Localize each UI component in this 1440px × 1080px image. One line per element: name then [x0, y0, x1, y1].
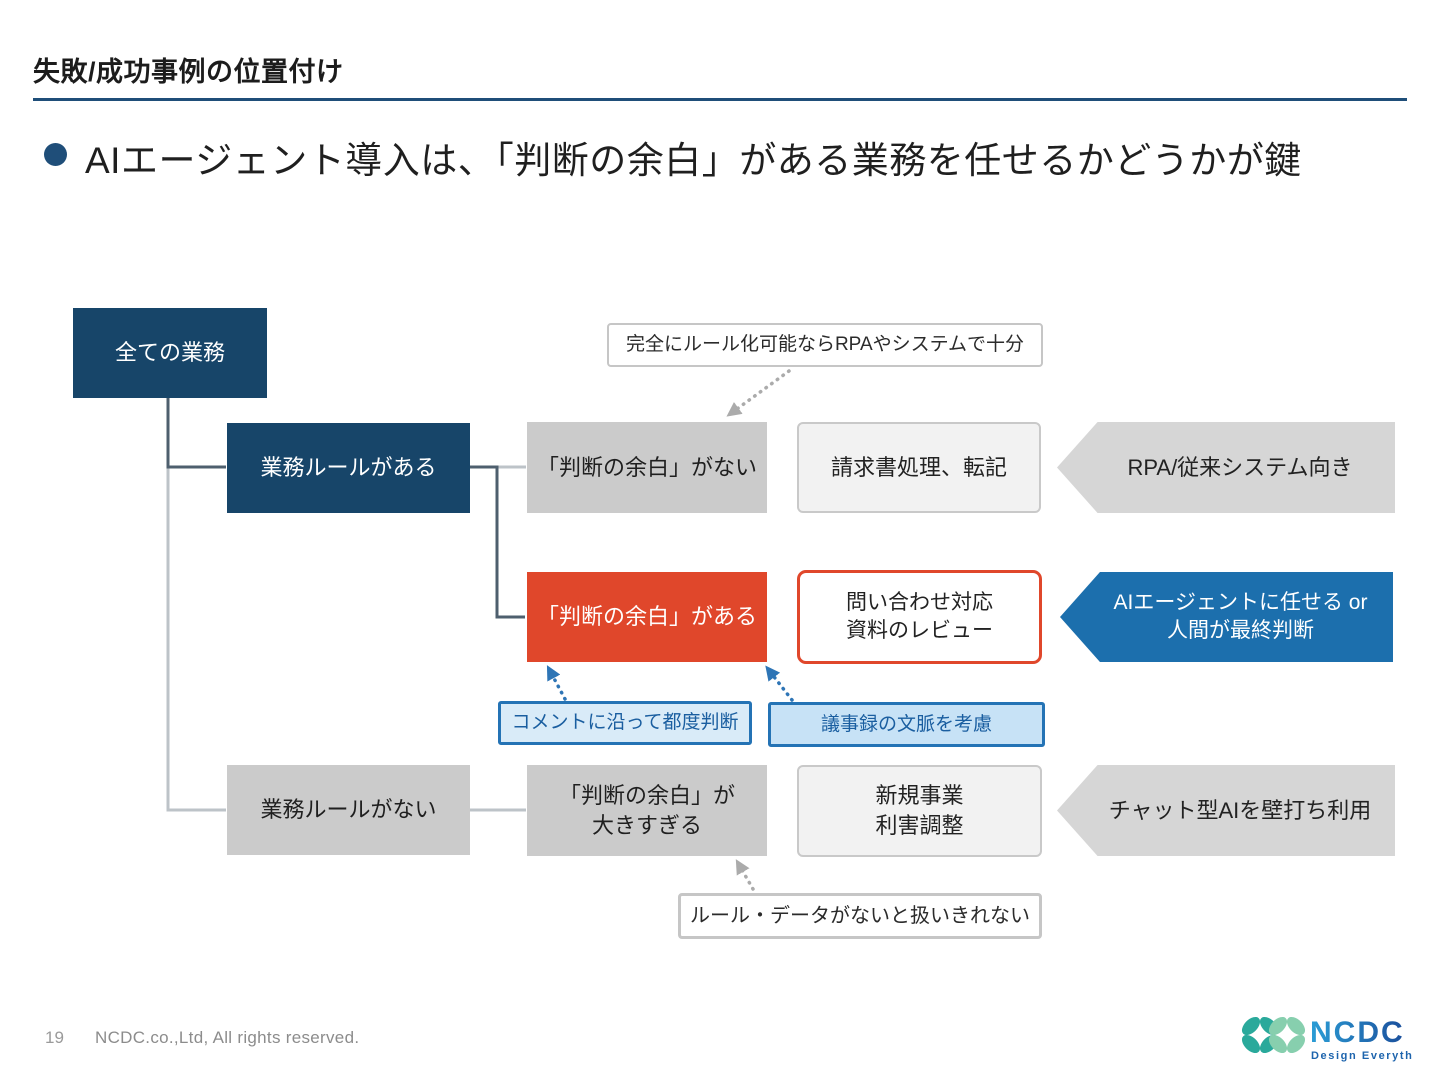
box-margin-too-large-line1: 「判断の余白」が: [558, 782, 735, 808]
box-margin-too-large: 「判断の余白」が 大きすぎる: [527, 765, 767, 856]
callout-fully-rule-based: 完全にルール化可能ならRPAやシステムで十分: [607, 323, 1043, 367]
callout-no-rules-no-data: ルール・データがないと扱いきれない: [678, 893, 1042, 939]
box-margin-too-large-line2: 大きすぎる: [591, 812, 702, 838]
callout-fully-rule-based-label: 完全にルール化可能ならRPAやシステムで十分: [625, 334, 1025, 356]
box-example-newbiz: 新規事業 利害調整: [797, 765, 1042, 857]
box-has-judgment-margin-label: 「判断の余白」がある: [536, 604, 757, 630]
box-example-newbiz-line2: 利害調整: [875, 813, 964, 838]
box-no-judgment-margin-label: 「判断の余白」がない: [536, 454, 757, 480]
key-message-row: AIエージェント導入は、「判断の余白」がある業務を任せるかどうかが鍵: [44, 130, 1302, 184]
arrow-ai-agent-line1: AIエージェントに任せる or: [1113, 590, 1368, 614]
arrow-chat-ai-suitability: チャット型AIを壁打ち利用: [1057, 765, 1395, 856]
box-example-inquiry-line1: 問い合わせ対応: [846, 590, 993, 614]
box-example-invoice-label: 請求書処理、転記: [830, 454, 1007, 480]
key-message: AIエージェント導入は、「判断の余白」がある業務を任せるかどうかが鍵: [85, 140, 1302, 181]
callout-minutes-context: 議事録の文脈を考慮: [768, 702, 1045, 747]
box-rules-exist-label: 業務ルールがある: [260, 455, 437, 481]
box-example-inquiry: 問い合わせ対応 資料のレビュー: [797, 570, 1042, 664]
callout-no-rules-no-data-label: ルール・データがないと扱いきれない: [690, 904, 1030, 927]
box-all-tasks-label: 全ての業務: [114, 340, 225, 366]
box-has-judgment-margin: 「判断の余白」がある: [527, 572, 767, 662]
box-example-inquiry-line2: 資料のレビュー: [846, 619, 993, 642]
box-rules-none-label: 業務ルールがない: [260, 797, 437, 823]
box-rules-exist: 業務ルールがある: [227, 423, 470, 513]
callout-minutes-context-label: 議事録の文脈を考慮: [820, 713, 992, 735]
clover-green-icon: [1268, 1016, 1306, 1054]
box-no-judgment-margin: 「判断の余白」がない: [527, 422, 767, 513]
box-example-newbiz-line1: 新規事業: [875, 783, 964, 809]
box-rules-none: 業務ルールがない: [227, 765, 470, 855]
title-underline: [33, 98, 1407, 101]
arrow-chat-ai-label: チャット型AIを壁打ち利用: [1108, 797, 1372, 823]
box-example-invoice: 請求書処理、転記: [797, 422, 1041, 513]
callout-judge-per-comment: コメントに沿って都度判断: [498, 701, 752, 745]
copyright-text: NCDC.co.,Ltd, All rights reserved.: [95, 1028, 360, 1047]
page-number: 19: [45, 1028, 64, 1047]
arrow-ai-agent-suitability: AIエージェントに任せる or 人間が最終判断: [1060, 572, 1393, 662]
arrow-ai-agent-line2: 人間が最終判断: [1167, 619, 1314, 642]
slide-title: 失敗/成功事例の位置付け: [33, 57, 344, 87]
arrow-rpa-suitability: RPA/従来システム向き: [1057, 422, 1395, 513]
callout-judge-per-comment-label: コメントに沿って都度判断: [511, 712, 739, 734]
logo-wordmark: NCDC: [1310, 1016, 1405, 1049]
ncdc-logo: NCDC Design Everything: [1241, 1016, 1413, 1062]
logo-tagline: Design Everything: [1311, 1050, 1413, 1062]
bullet-dot-icon: [44, 143, 67, 166]
box-all-tasks: 全ての業務: [73, 308, 267, 398]
arrow-rpa-label: RPA/従来システム向き: [1127, 454, 1353, 480]
